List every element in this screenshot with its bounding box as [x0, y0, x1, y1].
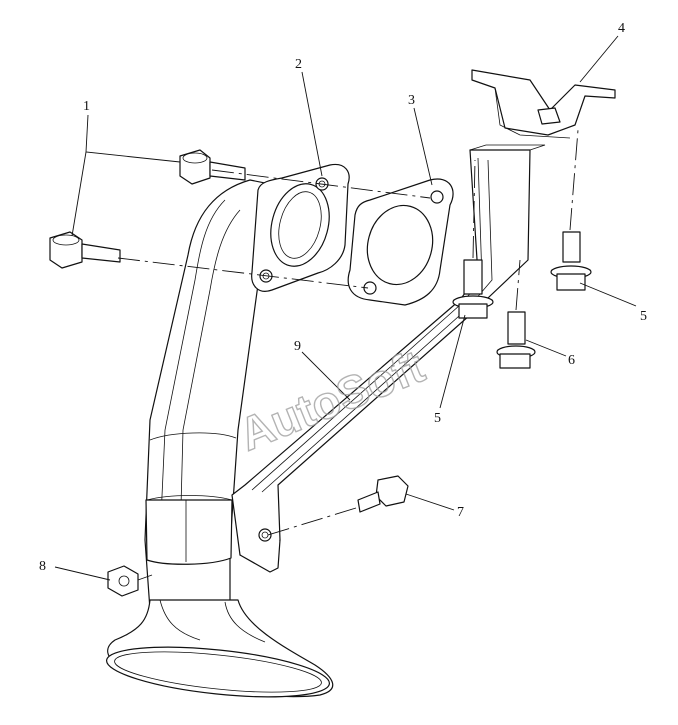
flange-gasket [347, 178, 454, 306]
oil-pickup-tube [144, 179, 319, 611]
watermark: AutoSoft [232, 340, 431, 461]
callout-6: 6 [568, 353, 575, 368]
callout-5-middle: 5 [434, 411, 441, 426]
pipe-flange [251, 163, 350, 292]
callout-2: 2 [295, 57, 302, 72]
clamp-bolt-7 [357, 475, 409, 513]
bracket-bolt-right [550, 231, 592, 291]
callout-9: 9 [294, 339, 301, 354]
bracket-bolt-6 [496, 311, 536, 369]
callout-1: 1 [83, 99, 90, 114]
assembly-lines [117, 129, 579, 581]
flange-bolt-lower [49, 231, 121, 269]
mounting-bracket [471, 69, 616, 139]
leader-lines [54, 35, 637, 581]
flange-bolt-upper [179, 149, 246, 185]
nut-8 [107, 565, 139, 597]
callout-8: 8 [39, 559, 46, 574]
callout-5-right: 5 [640, 309, 647, 324]
oil-strainer [105, 599, 334, 698]
support-bracket [231, 144, 546, 573]
callout-4: 4 [618, 21, 625, 36]
bracket-bolt-middle [452, 259, 494, 319]
callout-7: 7 [457, 505, 464, 520]
callout-3: 3 [408, 93, 415, 108]
